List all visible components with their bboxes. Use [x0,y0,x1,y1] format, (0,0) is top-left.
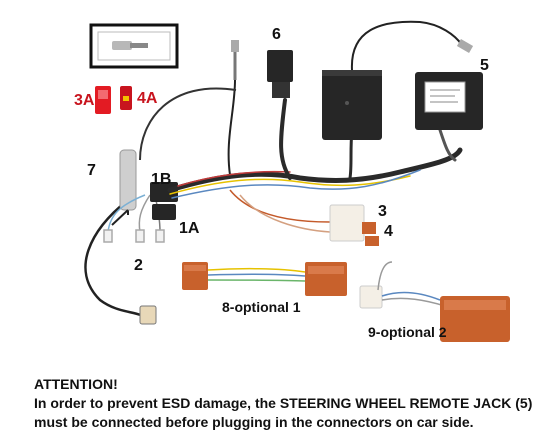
connector-1b [150,182,178,202]
label-6: 6 [272,26,281,43]
main-harness [167,98,463,199]
label-5: 5 [480,57,489,74]
label-9-optional: 9-optional 2 [368,324,447,340]
label-1b: 1B [151,171,172,188]
attention-line-1: In order to prevent ESD damage, the STEE… [34,395,533,411]
attention-note: ATTENTION! In order to prevent ESD damag… [34,375,534,432]
label-2: 2 [134,257,143,274]
label-3: 3 [378,203,387,220]
fuse-4a [120,86,132,110]
label-fuse-3a: 3A [74,92,95,109]
connector-6 [267,50,293,98]
fuse-3a [95,86,111,114]
label-1a: 1A [179,220,200,237]
attention-line-2: must be connected before plugging in the… [34,414,474,430]
wiring-harness-photo [84,20,510,342]
attention-title: ATTENTION! [34,376,118,392]
steering-wheel-module [415,72,483,130]
antenna-adapter-inset [89,23,179,69]
inline-filter [111,149,137,226]
label-8-optional: 8-optional 1 [222,299,301,315]
antenna-lead-cable [84,199,157,325]
label-fuse-4a: 4A [137,90,158,107]
steering-remote-jack-cable [350,20,474,71]
label-4: 4 [384,223,393,240]
interface-module [322,70,382,140]
connector-1a [152,204,176,220]
label-7: 7 [87,162,96,179]
antenna-cable [139,40,239,176]
connector-8-optional [182,262,347,296]
connector-9-optional [359,261,510,342]
connector-3-4 [229,189,379,246]
